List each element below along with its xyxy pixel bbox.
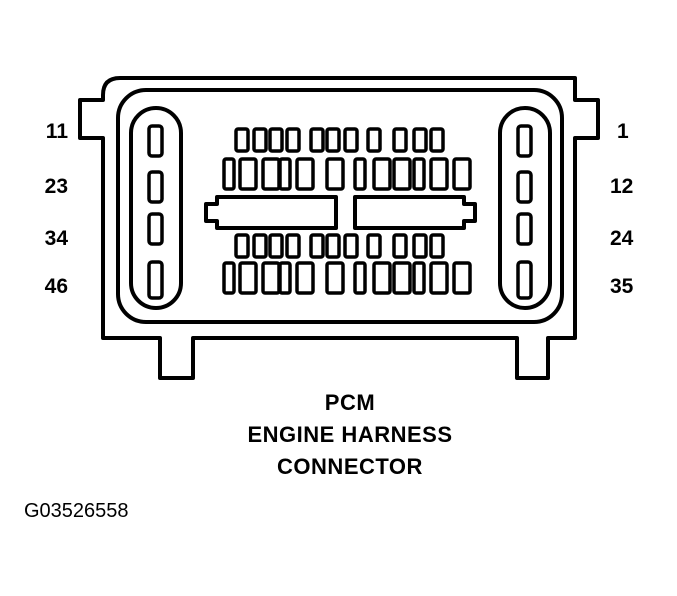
pin-cavity (392, 233, 408, 259)
pin-cavity (222, 157, 236, 191)
center-latch-right (353, 195, 477, 230)
pin-cavity (309, 233, 325, 259)
pin-cavity (234, 233, 250, 259)
side-pin-cavity (516, 260, 533, 300)
pin-cavity (343, 233, 359, 259)
pin-cavity (392, 157, 412, 191)
pin-cavity (285, 233, 301, 259)
pin-cavity (353, 157, 367, 191)
side-pins (147, 124, 533, 300)
pin-cavity (238, 157, 258, 191)
pin-label-12: 12 (610, 175, 634, 198)
pin-cavity (412, 157, 426, 191)
caption-line-2: ENGINE HARNESS (247, 422, 453, 447)
pin-cavity (412, 233, 428, 259)
pin-label-46: 46 (44, 275, 68, 298)
pin-cavity (325, 261, 345, 295)
pin-cavity (252, 233, 268, 259)
pin-cavity (366, 127, 382, 153)
pin-cavity (261, 157, 281, 191)
pin-cavity (252, 127, 268, 153)
pin-cavity (261, 261, 281, 295)
side-pin-cavity (147, 212, 164, 246)
pin-cavity (343, 127, 359, 153)
pin-cavity (325, 233, 341, 259)
caption-line-1: PCM (324, 390, 376, 415)
side-pin-cavity (516, 124, 533, 158)
pin-cavity (238, 261, 258, 295)
side-pin-cavity (147, 124, 164, 158)
pin-cavity (234, 127, 250, 153)
pin-cavity (452, 157, 472, 191)
pin-cavity (366, 233, 382, 259)
caption-line-3: CONNECTOR (277, 454, 423, 479)
pin-cavity (325, 127, 341, 153)
center-latch-left (204, 195, 338, 230)
pin-cavity (295, 261, 315, 295)
figure-id: G03526558 (24, 500, 129, 522)
right-pin-column (498, 106, 552, 310)
side-pin-cavity (147, 170, 164, 204)
pin-cavity (429, 127, 445, 153)
side-pin-cavity (516, 170, 533, 204)
pin-cavity (278, 157, 292, 191)
pin-cavity (325, 157, 345, 191)
pin-cavity (278, 261, 292, 295)
pin-label-1: 1 (617, 120, 629, 143)
pin-label-34: 34 (44, 227, 68, 250)
pin-cavity (412, 261, 426, 295)
pin-cavity (372, 261, 392, 295)
pin-cavity (452, 261, 472, 295)
pin-cavity (285, 127, 301, 153)
pin-label-24: 24 (610, 227, 634, 250)
pin-cavity (429, 261, 449, 295)
pin-cavity (309, 127, 325, 153)
center-pins (222, 127, 472, 295)
pin-cavity (295, 157, 315, 191)
pin-cavity (268, 127, 284, 153)
pin-label-11: 11 (45, 120, 68, 143)
pin-cavity (429, 233, 445, 259)
side-pin-cavity (147, 260, 164, 300)
left-pin-column (129, 106, 183, 310)
pin-cavity (392, 127, 408, 153)
pin-cavity (353, 261, 367, 295)
pin-cavity (412, 127, 428, 153)
pin-label-23: 23 (44, 175, 68, 198)
side-pin-cavity (516, 212, 533, 246)
pin-cavity (372, 157, 392, 191)
pin-cavity (429, 157, 449, 191)
pin-label-35: 35 (610, 275, 634, 298)
pin-cavity (392, 261, 412, 295)
pin-cavity (268, 233, 284, 259)
pin-cavity (222, 261, 236, 295)
